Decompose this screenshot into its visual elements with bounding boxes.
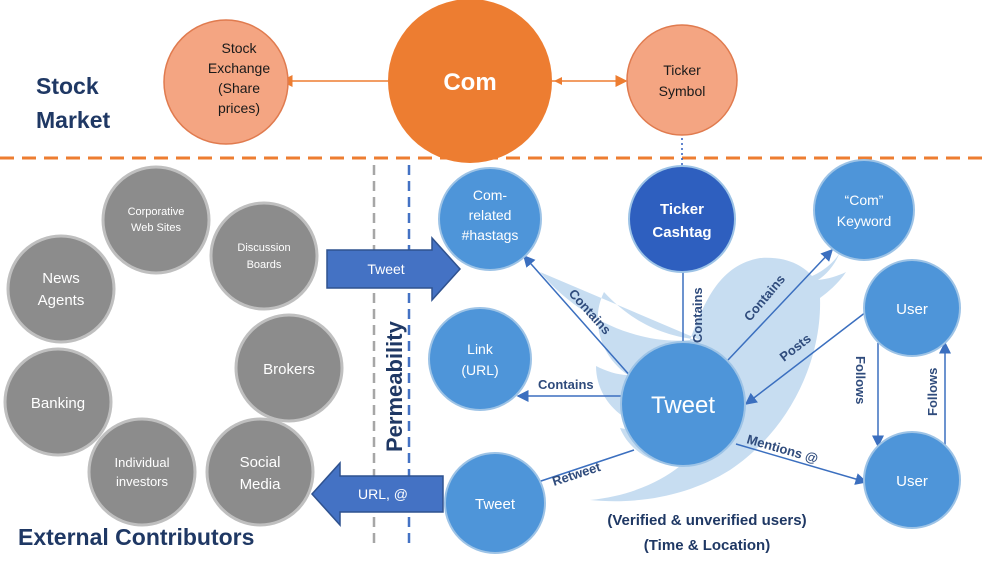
stock-exchange-line-3: (Share [218,80,260,96]
label-follows-left: Follows [853,356,868,404]
label-retweet: Retweet [550,459,603,489]
url-out-arrow: URL, @ [310,461,444,527]
user-top-label: User [896,301,928,318]
news-line-1: News [42,270,80,287]
hashtags-line-3: #hastags [462,227,519,243]
contributor-news: News Agents [6,234,116,344]
label-contains-link: Contains [538,377,594,392]
node-user-bottom: User [863,431,961,529]
edge-mentions [735,443,868,485]
tweet-in-arrow: Tweet [326,236,462,302]
keyword-line-2: Keyword [837,213,891,229]
stock-market-label-2: Market [36,107,110,133]
edge-tweet-hashtags [523,254,633,379]
note-time-location: (Time & Location) [644,537,770,554]
stock-exchange-line-4: prices) [218,100,260,116]
link-line-1: Link [467,341,494,357]
permeability-label: Permeability [382,320,407,452]
cashtag-line-1: Ticker [660,201,704,218]
edge-retweet [524,449,635,489]
discussion-line-1: Discussion [237,242,290,254]
stock-exchange-node [163,19,289,145]
cashtag-line-2: Cashtag [652,224,711,241]
ticker-symbol-line-2: Symbol [659,83,706,99]
stock-exchange-line-1: Stock [221,40,257,56]
contributor-brokers: Brokers [234,313,344,423]
individual-line-1: Individual [115,455,170,470]
brokers-label: Brokers [263,361,315,378]
individual-line-2: investors [116,474,169,489]
social-line-2: Media [240,476,282,493]
contributor-discussion: Discussion Boards [209,201,319,311]
node-cashtag: Ticker Cashtag [628,165,736,273]
com-label: Com [443,69,496,96]
keyword-line-1: “Com” [845,192,884,208]
tweet-in-label: Tweet [367,261,404,277]
node-user-top: User [863,259,961,357]
hashtags-line-2: related [469,207,512,223]
contributor-banking: Banking [3,347,113,457]
com-node [388,0,552,163]
ticker-symbol-node [626,24,738,136]
label-follows-right: Follows [925,368,940,416]
node-tweet-center: Tweet [620,341,746,467]
node-retweet: Tweet [444,452,546,554]
node-hashtags: Com- related #hastags [438,167,542,271]
ticker-symbol-line-1: Ticker [663,62,701,78]
edge-com-ticker-start [554,77,562,85]
external-contributors-label: External Contributors [18,524,254,550]
url-out-label: URL, @ [358,486,408,502]
label-contains-cashtag: Contains [690,287,705,343]
node-link: Link (URL) [428,307,532,411]
hashtags-line-1: Com- [473,187,508,203]
contributor-individual: Individual investors [87,417,197,527]
stock-exchange-line-2: Exchange [208,60,270,76]
label-mentions: Mentions @ [745,431,820,466]
contributor-social: Social Media [205,417,315,527]
corporative-line-2: Web Sites [131,222,181,234]
stock-market-label-1: Stock [36,73,99,99]
contributor-corporative: Corporative Web Sites [101,165,211,275]
link-line-2: (URL) [461,362,498,378]
tweet-center-label: Tweet [651,392,715,419]
user-bottom-label: User [896,473,928,490]
edge-user-posts [744,311,867,405]
news-line-2: Agents [38,292,85,309]
corporative-line-1: Corporative [128,206,185,218]
edge-tweet-keyword [727,248,834,361]
retweet-node-label: Tweet [475,496,516,513]
discussion-line-2: Boards [247,259,282,271]
banking-label: Banking [31,395,85,412]
social-line-1: Social [240,454,281,471]
note-users: (Verified & unverified users) [607,512,806,529]
node-keyword: “Com” Keyword [813,159,915,261]
